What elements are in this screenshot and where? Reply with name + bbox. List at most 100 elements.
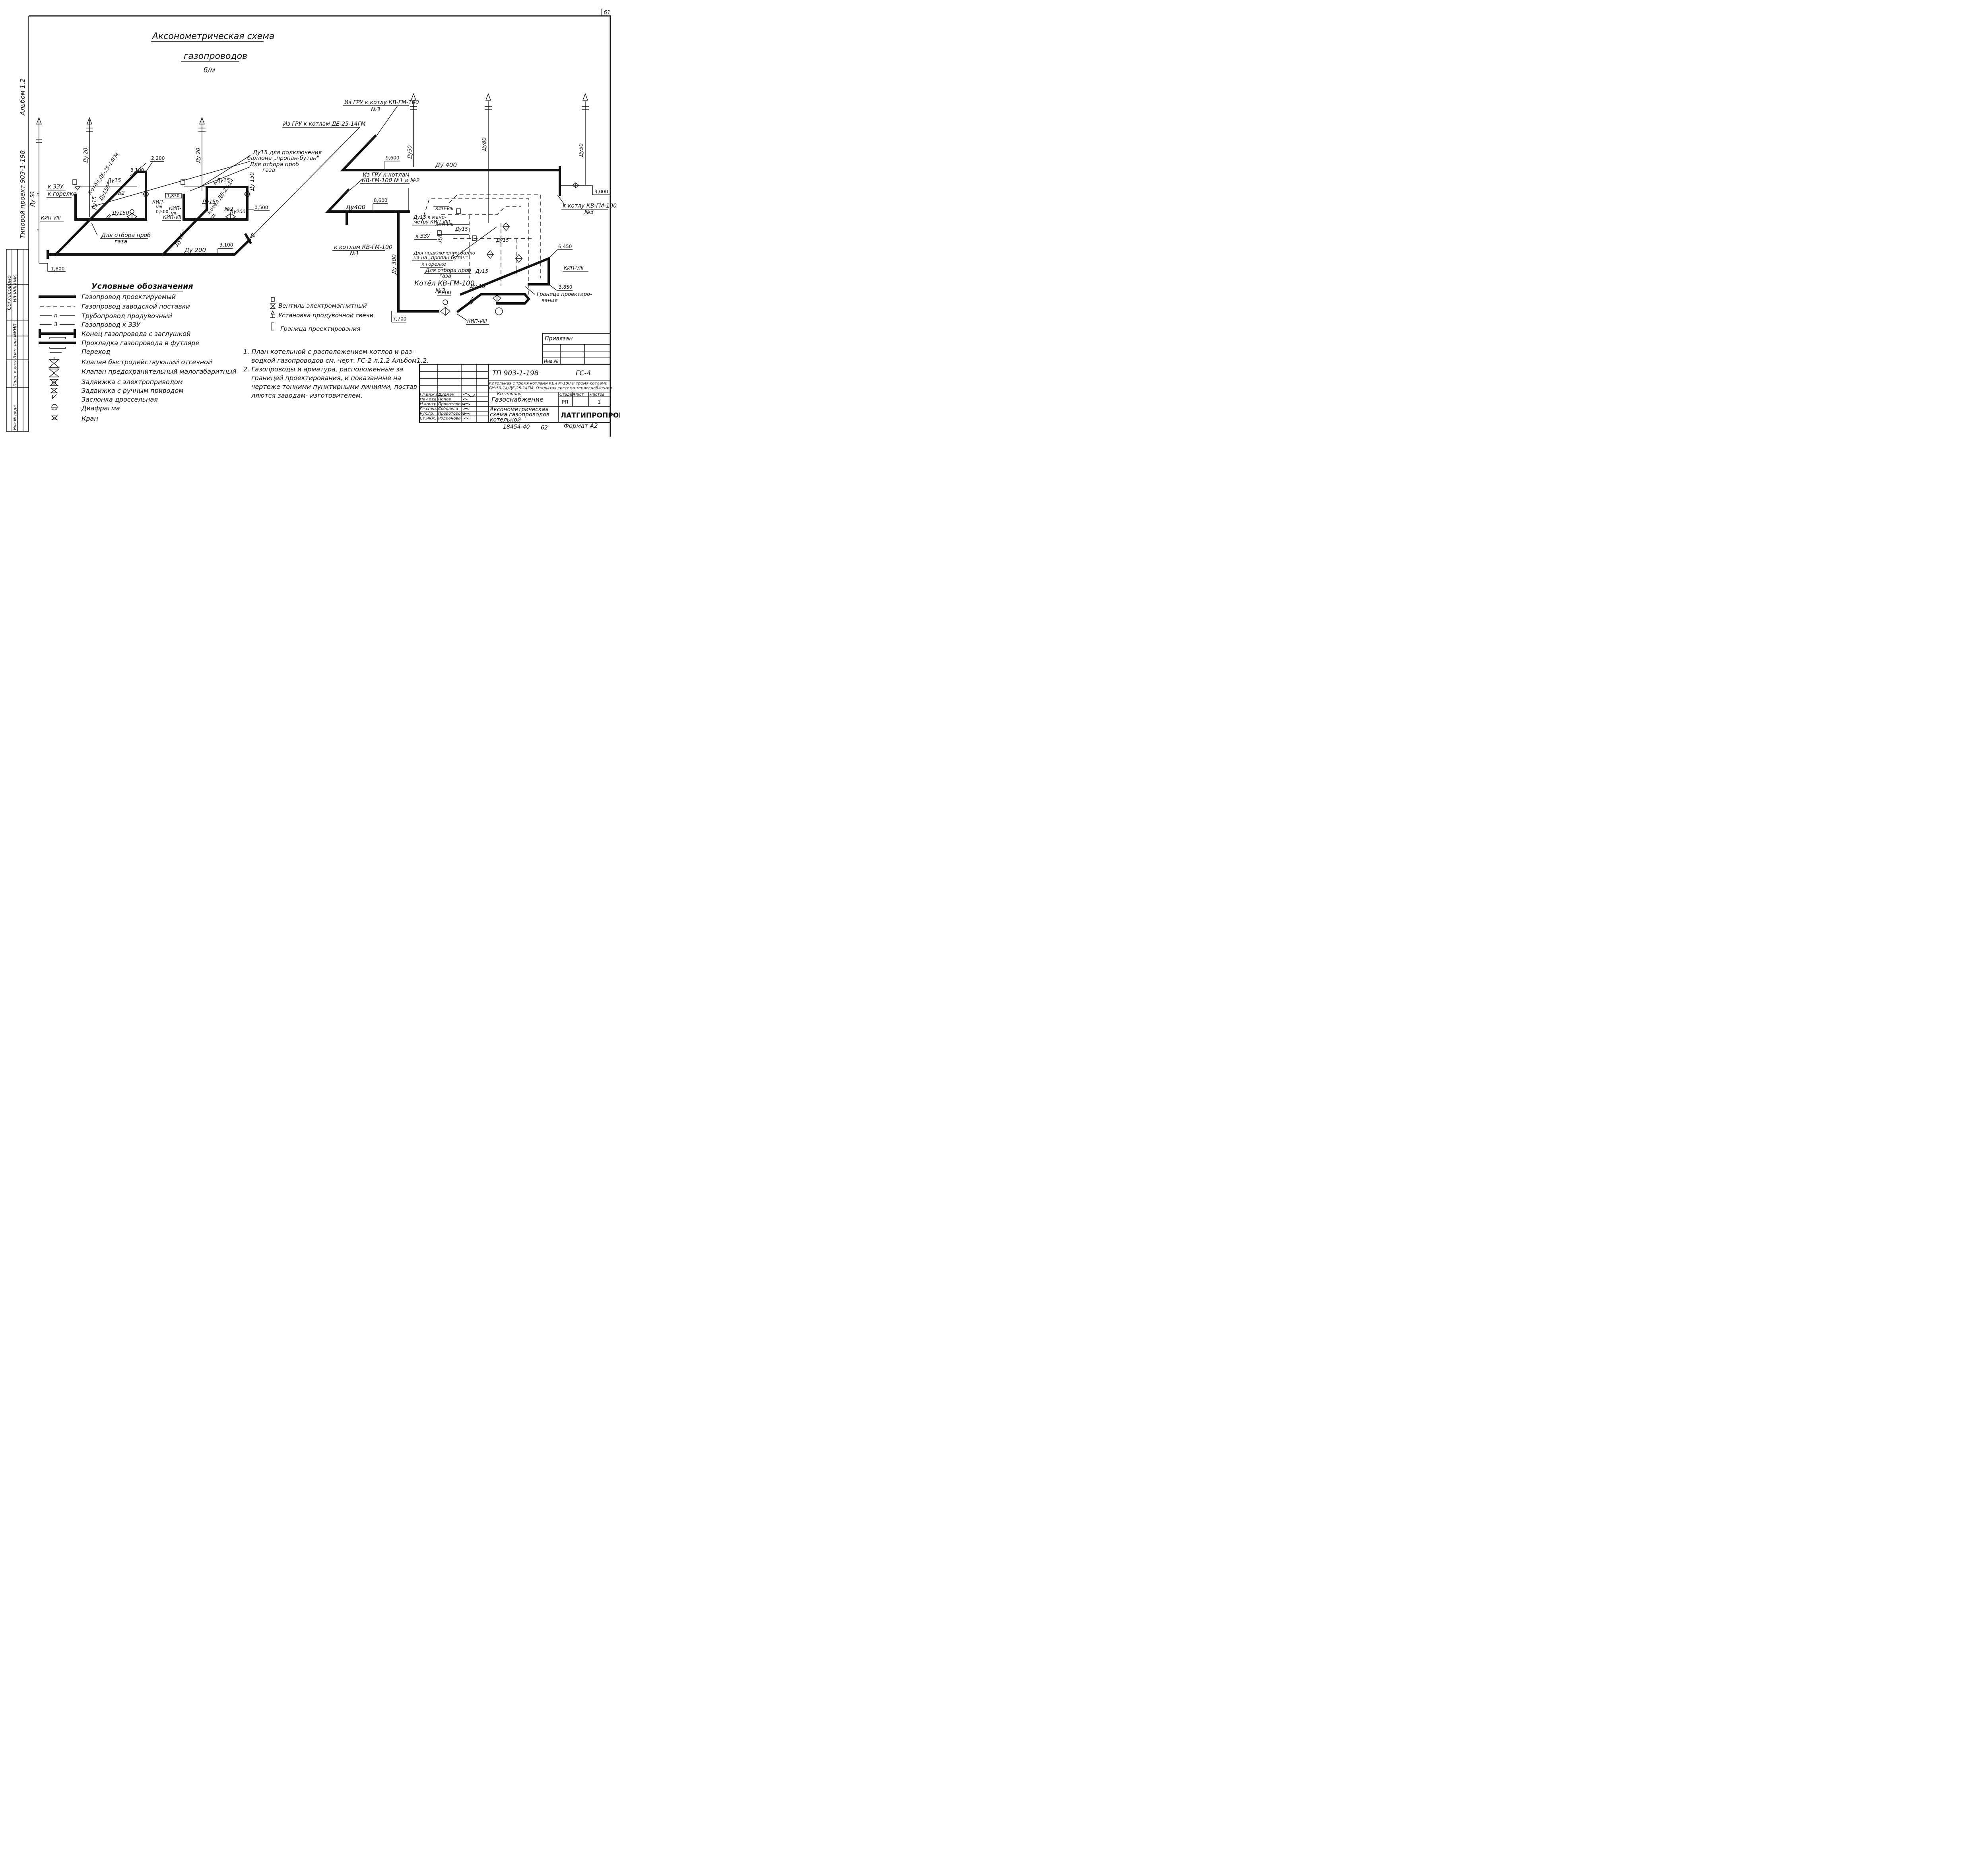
safety-valve-icon — [486, 250, 494, 259]
legend-item: Прокладка газопровода в футляре — [82, 339, 199, 347]
label-du15: Ду15 — [202, 199, 215, 205]
boiler-kv-caption: Котёл КВ-ГМ-100 — [414, 280, 475, 287]
solenoid-box-icon — [437, 230, 442, 236]
legend-item: Заслонка дроссельная — [82, 396, 158, 403]
signer-name: Дудман — [438, 392, 454, 397]
legend-item: Трубопровод продувочный — [82, 312, 172, 320]
kv1-number: №1 — [349, 251, 359, 257]
elevation-7200: 7,200 — [437, 290, 451, 295]
sample-label: Для отбора проб — [101, 232, 151, 239]
throttle-icon — [469, 296, 476, 305]
label-du150: Ду 150 — [249, 172, 255, 191]
drawing-svg: 61 Типовой проект 903-1-198 Альбом 1.2 С… — [6, 9, 625, 437]
kv12-label: КВ-ГМ-100 №1 и №2 — [362, 177, 420, 184]
boiler1-number: №2 — [116, 190, 125, 196]
legend-item: Кран — [82, 415, 98, 422]
main-pipe-du200 — [47, 238, 252, 256]
label-to-zzu: к ЗЗУ — [48, 184, 64, 190]
left-boiler-group: п п З З Ду 50 Ду 20 Ду 20 Ду15 Ду15 Ду15… — [30, 117, 366, 272]
elevation-3100: 3,100 — [219, 242, 233, 248]
label-du50: Ду50 — [407, 146, 413, 159]
sheet-title: Аксонометрическая — [489, 406, 548, 413]
pipe-end-cap — [244, 233, 252, 245]
electric-drive-icon — [52, 381, 56, 385]
cutoff-valve-icon — [244, 189, 251, 199]
elevation-mark: 1,830 — [165, 193, 182, 198]
notes: 1. План котельной с расположением котлов… — [243, 348, 429, 399]
signer-name: Провоторова — [438, 412, 465, 416]
signer-role: Н.контр. — [420, 402, 438, 406]
label-du15: Ду15 — [496, 237, 509, 243]
sheets-header: Листов — [589, 392, 604, 397]
kip8-label: КИП-VIII — [435, 206, 454, 211]
elevation-leader — [146, 162, 153, 172]
diaphragm-icon — [495, 307, 503, 315]
elevation-1800: 1,800 — [51, 266, 64, 272]
sleeve-bracket-icon — [410, 106, 417, 110]
label-du400: Ду 400 — [435, 161, 457, 169]
sample-label: Для отбора проб — [425, 268, 471, 274]
tap-icon — [50, 416, 58, 420]
kip8-label: КИП-VIII — [435, 222, 454, 227]
legend-item: Задвижка с электроприводом — [82, 378, 183, 386]
pipe-du300 — [397, 210, 439, 313]
label-kip: КИП- — [169, 206, 181, 211]
vent-arrow-icon — [199, 117, 205, 124]
sample-label: газа — [262, 167, 275, 173]
sheet-frame — [29, 15, 611, 437]
design-border-label: вания — [542, 298, 558, 304]
manometer-label: Ду15 к мано- — [413, 214, 447, 220]
sheet-title: схема газопроводов — [490, 412, 549, 418]
solenoid-box-icon — [72, 179, 77, 185]
arrow-head-icon — [250, 232, 255, 239]
vent-arrow-icon — [582, 93, 588, 101]
sleeve-bracket-icon — [86, 128, 93, 132]
label-du150: Ду150 — [173, 230, 187, 248]
elevation-3850: 3,850 — [559, 284, 572, 290]
signer-role: Гл.спец. — [420, 407, 437, 411]
throttle-icon — [51, 394, 57, 400]
sleeve-bracket-icon — [36, 139, 42, 143]
legend-item: Клапан быстродействующий отсечной — [82, 358, 212, 366]
project-code-margin: Типовой проект 903-1-198 — [19, 150, 26, 239]
elevation-mark: 7,200 — [437, 290, 451, 296]
pipe-du400-top — [340, 134, 561, 196]
solenoid-valve-icon — [74, 186, 81, 191]
elevation-1830: 1,830 — [167, 193, 180, 198]
solenoid-box-icon — [271, 297, 275, 302]
sheet-code: ГС-4 — [576, 369, 591, 377]
leader-line — [557, 194, 565, 205]
elevation-leader — [130, 163, 147, 176]
sample-label: газа — [439, 273, 451, 279]
leader-line — [91, 222, 98, 236]
pipe-du400-bottom — [325, 188, 410, 213]
gate-valve-icon — [126, 213, 138, 221]
factory-pipe-dashed — [421, 198, 529, 302]
propane-label: на на „пропан-бутан" — [414, 255, 468, 260]
sleeve-bracket-icon — [198, 128, 206, 132]
label-du300: Ду 300 — [391, 254, 398, 275]
factory-pipe-dashed — [449, 194, 541, 278]
legend-item: Диафрагма — [81, 404, 120, 412]
boiler-kv-diagonal — [460, 256, 550, 296]
leader-line — [453, 226, 497, 259]
throttle-icon — [106, 214, 112, 220]
note-line: 1. План котельной с расположением котлов… — [243, 348, 414, 355]
solenoid-valve-icon — [270, 303, 276, 309]
title-block: Привязан Инв.№ ТП 903-1-198 ГС-4 Котельн… — [419, 332, 625, 431]
archive-number: 18454-40 — [503, 424, 530, 430]
album-label-margin: Альбом 1.2 — [19, 78, 26, 116]
label-du15: Ду15 — [92, 196, 98, 210]
binder-agreed: Согласовано — [6, 276, 12, 310]
propane-connection: Ду15 для подключения — [252, 150, 322, 156]
signer-name: Родионова — [438, 416, 460, 421]
boiler2-loop — [182, 186, 248, 221]
label-kip-sub: VII — [171, 212, 176, 216]
object-description: Котельная с тремя котлами КВ-ГМ-100 и тр… — [489, 381, 608, 386]
solenoid-box-icon — [181, 179, 185, 185]
elevation-0500: 0,500 — [254, 205, 268, 210]
cutoff-valve-icon — [142, 189, 149, 199]
leader-arrow-line — [349, 179, 363, 190]
to-kv3: к котлу КВ-ГМ-100 — [563, 203, 617, 209]
elevation-mark: 3,850 — [548, 284, 573, 291]
